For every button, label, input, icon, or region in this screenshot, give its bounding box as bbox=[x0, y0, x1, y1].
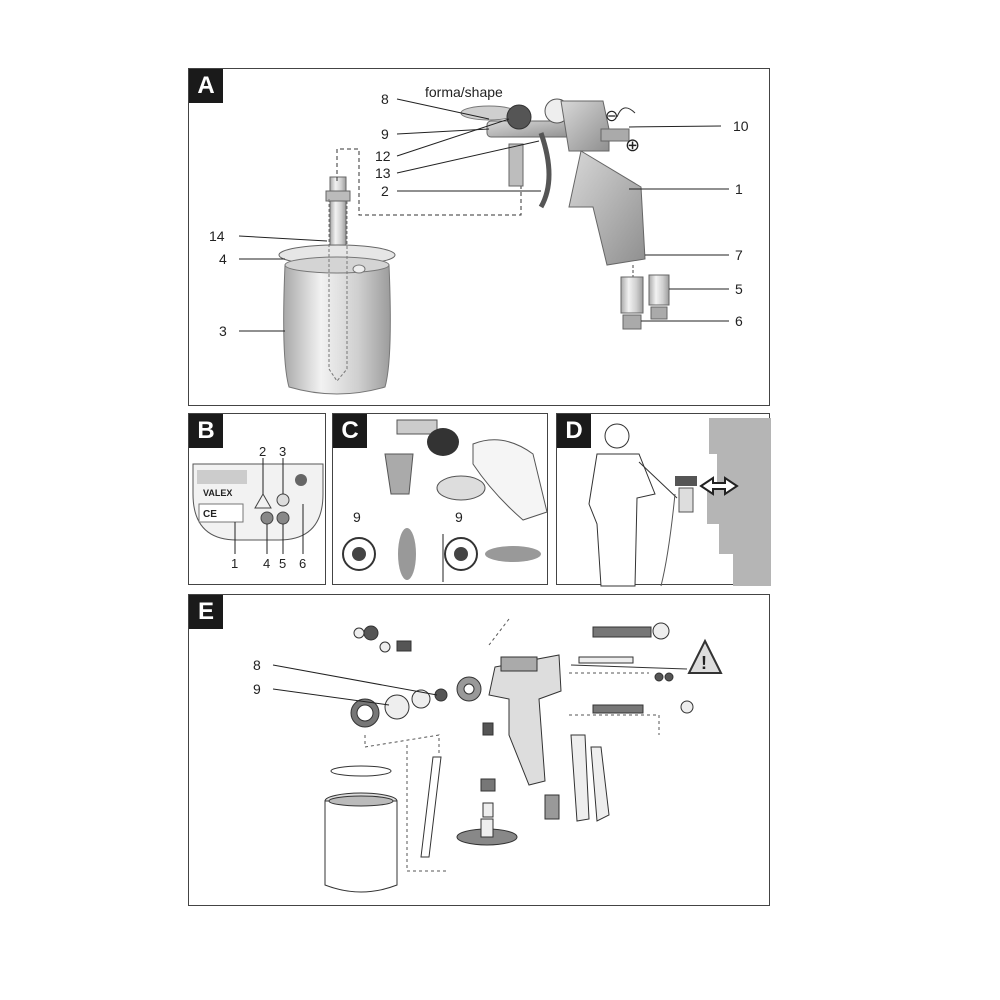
paint-cup-illustration bbox=[278, 176, 396, 395]
warning-text-block bbox=[197, 470, 247, 484]
callout-14: 14 bbox=[209, 228, 225, 244]
minus-symbol: ⊖ bbox=[605, 108, 618, 125]
b-callout-3: 3 bbox=[279, 444, 286, 459]
panel-e-drawing: ! 8 9 bbox=[253, 618, 723, 893]
connection-dashed-line bbox=[336, 148, 522, 216]
callout-6: 6 bbox=[735, 313, 743, 329]
panel-a: A bbox=[188, 68, 770, 406]
panel-d-tag: D bbox=[557, 414, 591, 448]
spray-gun-illustration bbox=[460, 98, 646, 287]
panel-b-drawing: VALEX CE 1 2 3 4 5 6 bbox=[192, 444, 324, 571]
brand-label: VALEX bbox=[203, 488, 232, 498]
panel-e: E bbox=[188, 594, 770, 906]
callout-2: 2 bbox=[381, 183, 389, 199]
shape-label: forma/shape bbox=[425, 84, 503, 100]
exploded-parts bbox=[324, 622, 694, 893]
pattern-horizontal bbox=[485, 546, 541, 562]
symbol-4-icon bbox=[260, 511, 274, 525]
e-callout-8: 8 bbox=[253, 657, 261, 673]
panel-b-leaders bbox=[234, 458, 304, 554]
b-callout-2: 2 bbox=[259, 444, 266, 459]
operator-figure-icon bbox=[295, 474, 307, 486]
callout-1: 1 bbox=[735, 181, 743, 197]
pattern-vertical bbox=[398, 528, 416, 580]
panel-b-callouts: 1 2 3 4 5 6 bbox=[231, 444, 306, 571]
panel-d-drawing bbox=[588, 418, 771, 587]
warning-sign: ! bbox=[570, 638, 723, 674]
callout-5: 5 bbox=[735, 281, 743, 297]
b-callout-6: 6 bbox=[299, 556, 306, 571]
cap-vertical-icon bbox=[342, 537, 376, 571]
ce-mark: CE bbox=[203, 509, 217, 520]
panel-a-leaders bbox=[238, 98, 729, 332]
ce-box bbox=[198, 503, 244, 523]
panel-b-tag: B bbox=[189, 414, 223, 448]
callout-7: 7 bbox=[735, 247, 743, 263]
warning-triangle-icon bbox=[254, 492, 272, 509]
c-callout-9b: 9 bbox=[455, 509, 463, 525]
callout-10: 10 bbox=[733, 118, 749, 134]
callout-8: 8 bbox=[381, 91, 389, 107]
panel-a-callouts: 8 9 12 13 2 14 4 3 10 1 7 5 6 bbox=[209, 91, 749, 339]
warning-mark: ! bbox=[701, 653, 707, 673]
symbol-5-icon bbox=[276, 511, 290, 525]
panel-e-tag: E bbox=[189, 595, 223, 629]
coupler-fittings bbox=[620, 274, 670, 330]
b-callout-4: 4 bbox=[263, 556, 270, 571]
panel-c: C 9 9 bbox=[332, 413, 548, 585]
callout-9: 9 bbox=[381, 126, 389, 142]
panel-c-tag: C bbox=[333, 414, 367, 448]
callout-3: 3 bbox=[219, 323, 227, 339]
callout-4: 4 bbox=[219, 251, 227, 267]
cap-horizontal-icon bbox=[444, 537, 478, 571]
info-circle-icon bbox=[276, 493, 290, 507]
panel-b: B VALEX CE 1 2 3 4 5 6 bbox=[188, 413, 326, 585]
panel-a-tag: A bbox=[189, 69, 223, 103]
callout-13: 13 bbox=[375, 165, 391, 181]
panel-e-leaders bbox=[272, 664, 438, 706]
distance-arrow-icon bbox=[699, 476, 739, 496]
wall-surface bbox=[707, 418, 771, 586]
panel-a-drawing: forma/shape ⊖ ⊕ 8 9 bbox=[209, 84, 749, 395]
callout-12: 12 bbox=[375, 148, 391, 164]
c-callout-9a: 9 bbox=[353, 509, 361, 525]
plus-symbol: ⊕ bbox=[625, 135, 640, 155]
nozzle-adjust-illustration bbox=[384, 419, 548, 521]
panel-d: D bbox=[556, 413, 771, 587]
e-callout-9: 9 bbox=[253, 681, 261, 697]
b-callout-1: 1 bbox=[231, 556, 238, 571]
b-callout-5: 5 bbox=[279, 556, 286, 571]
panel-c-drawing: 9 9 bbox=[342, 419, 548, 582]
spray-gun-small bbox=[660, 476, 697, 587]
assembly-dashed-lines bbox=[364, 618, 660, 872]
operator-figure bbox=[588, 423, 678, 587]
